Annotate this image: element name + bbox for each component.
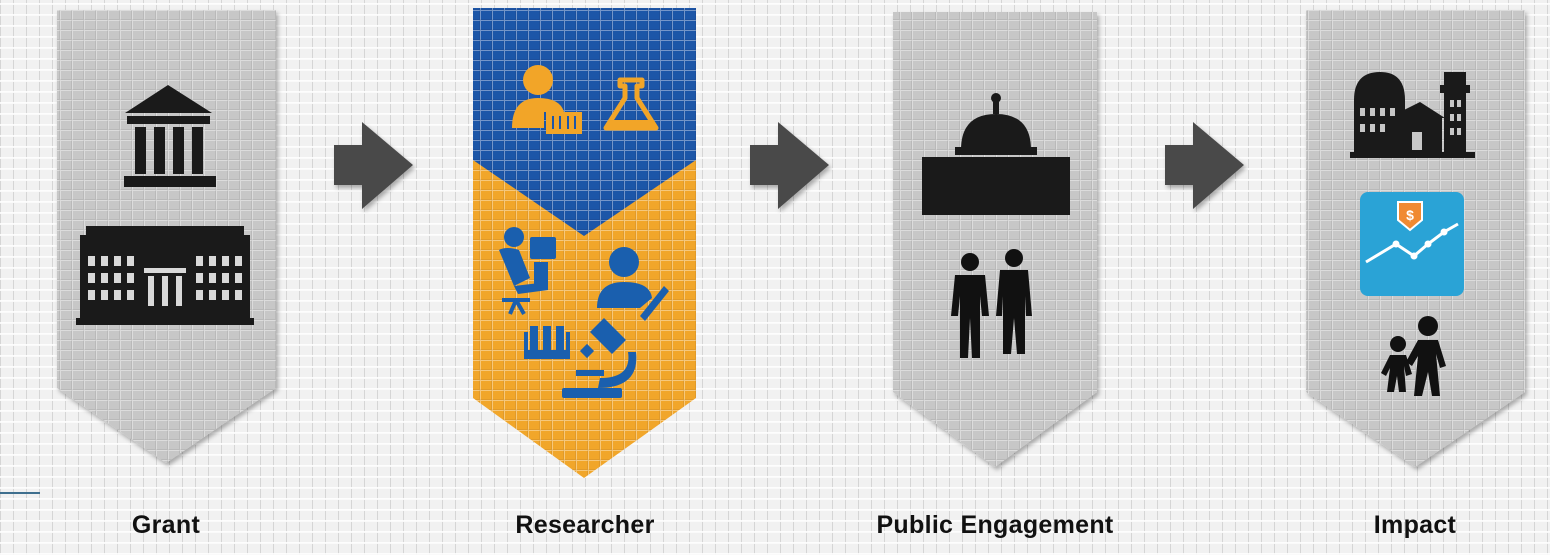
two-people-icon	[951, 249, 1032, 358]
writing-person-icon	[597, 247, 669, 321]
researcher-label: Researcher	[515, 511, 655, 539]
capitol-dome-icon	[922, 93, 1070, 215]
walking-people-icon	[1381, 316, 1446, 396]
reader-person-icon	[512, 65, 582, 134]
public-engagement-label: Public Engagement	[876, 511, 1114, 539]
flow-arrow-3	[1165, 122, 1244, 209]
university-building-icon	[76, 226, 254, 325]
museum-icon	[124, 85, 216, 187]
growth-chart-icon: $	[1360, 192, 1464, 296]
town-buildings-icon	[1350, 72, 1475, 158]
edge-accent-line	[0, 492, 40, 494]
flow-arrow-2	[750, 122, 829, 209]
stage-impact: $	[1306, 10, 1525, 467]
flow-arrow-1	[334, 122, 413, 209]
test-tubes-icon	[524, 326, 570, 359]
stage-public-engagement	[893, 12, 1097, 467]
microscope-icon	[562, 318, 637, 398]
grant-label: Grant	[131, 511, 201, 539]
chart-badge-symbol: $	[1406, 207, 1414, 223]
stage-researcher	[473, 8, 696, 478]
impact-label: Impact	[1373, 511, 1457, 539]
flask-icon	[603, 77, 659, 131]
person-at-computer-icon	[499, 227, 556, 315]
stage-grant	[57, 10, 276, 463]
diagram-canvas: $	[57, 8, 1525, 478]
